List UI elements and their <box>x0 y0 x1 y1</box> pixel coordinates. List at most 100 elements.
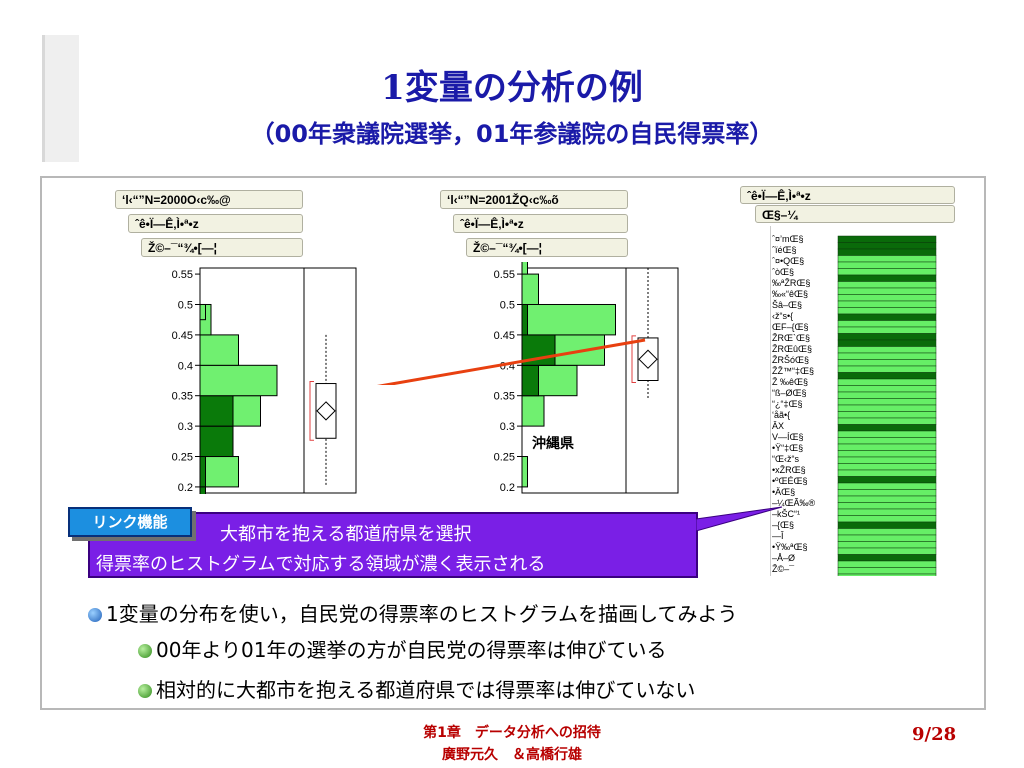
table-row <box>837 248 937 256</box>
y-tick-label: 0.5 <box>178 299 193 311</box>
table-row <box>837 417 937 425</box>
table-row <box>837 463 937 471</box>
callout-pointer <box>696 506 783 532</box>
table-row-label: –kŠC“¹ <box>772 509 800 519</box>
table-row <box>837 404 937 412</box>
hist-bar-selected <box>199 456 206 488</box>
y-tick-label: 0.55 <box>172 269 193 281</box>
bullet-blue-icon <box>88 608 102 622</box>
table-row <box>837 469 937 477</box>
slide-subtitle: （00年衆議院選挙，01年参議院の自民得票率） <box>250 120 774 148</box>
table-row <box>837 333 937 341</box>
okinawa-label: 沖縄県 <box>532 436 574 452</box>
table-row-label: ‹ž“s•{ <box>772 311 793 321</box>
table-row-label: •ºŒÉŒ§ <box>772 476 807 486</box>
table-header-2[interactable]: Œ§–¼ <box>755 205 955 223</box>
decorative-bar <box>42 35 79 162</box>
histogram-2000[interactable]: 0.550.50.450.40.350.30.250.2 <box>150 262 360 494</box>
y-tick-label: 0.45 <box>172 330 193 342</box>
footer-authors: 廣野元久 ＆高橋行雄 <box>442 747 582 763</box>
y-tick-label: 0.2 <box>178 482 193 494</box>
bullet-3-text: 相対的に大都市を抱える都道府県では得票率は伸びていない <box>156 678 696 702</box>
hist-bar <box>521 303 616 336</box>
y-tick-label: 0.35 <box>494 391 515 403</box>
table-header-1[interactable]: ˆê•Ï—Ê‚Ì•ª•z <box>740 186 955 204</box>
hist-bar-extra <box>199 303 206 321</box>
table-row-label: •Ÿ‰ªŒ§ <box>772 542 808 552</box>
table-row <box>837 567 937 575</box>
table-row <box>837 424 937 432</box>
table-row <box>837 411 937 419</box>
right-header-1[interactable]: ‘l‹“”N=2001ŽQ‹c‰õ <box>440 190 628 209</box>
table-row <box>837 456 937 464</box>
left-header-2[interactable]: ˆê•Ï—Ê‚Ì•ª•z <box>128 214 303 233</box>
y-tick-label: 0.3 <box>500 421 515 433</box>
table-row <box>837 534 937 542</box>
hist-bar-extra <box>199 486 206 494</box>
bullet-2-text: 00年より01年の選挙の方が自民党の得票率は伸びている <box>156 638 667 662</box>
page-number: 9/28 <box>912 724 957 745</box>
table-row <box>837 268 937 276</box>
y-tick-label: 0.55 <box>494 269 515 281</box>
table-row-label: ŽRŠóŒ§ <box>772 355 809 365</box>
table-row <box>837 300 937 308</box>
y-tick-label: 0.3 <box>178 421 193 433</box>
table-row <box>837 365 937 373</box>
hist-bar <box>199 364 278 397</box>
table-row <box>837 450 937 458</box>
table-row-label: ÂX <box>772 421 784 431</box>
right-header-2[interactable]: ˆê•Ï—Ê‚Ì•ª•z <box>453 214 628 233</box>
table-row-label: ‰«“êŒ§ <box>772 289 808 299</box>
table-row <box>837 313 937 321</box>
table-row <box>837 326 937 334</box>
callout-line1: 大都市を抱える都道府県を選択 <box>220 524 472 545</box>
prefecture-table[interactable]: ˆ¤’mŒ§ˆïéŒ§ˆ¤•QŒ§ˆòŒ§‰ªŽRŒ§‰«“êŒ§Šâ–Œ§‹ž… <box>770 226 940 576</box>
table-row <box>837 255 937 263</box>
hist-bar <box>521 395 545 427</box>
left-header-1[interactable]: ‘l‹“”N=2000O‹c‰@ <box>115 190 303 209</box>
hist-bar <box>199 334 239 366</box>
table-row-label: ˆïéŒ§ <box>772 245 797 255</box>
table-row <box>837 430 937 438</box>
table-row <box>837 573 937 576</box>
table-row <box>837 495 937 503</box>
table-row <box>837 437 937 445</box>
left-header-3[interactable]: Ž©–¯“¾•[—¦ <box>141 238 303 257</box>
table-row <box>837 359 937 367</box>
mean-diamond <box>638 349 658 369</box>
analysis-panel <box>40 176 986 710</box>
table-row-label: •ÄŒ§ <box>772 487 795 497</box>
table-row-label: Ž©–¯ <box>772 564 795 574</box>
bullet-green-icon <box>138 644 152 658</box>
table-row-label: •Ÿ“‡Œ§ <box>772 443 803 453</box>
confidence-bracket <box>631 335 636 383</box>
y-tick-label: 0.45 <box>494 330 515 342</box>
table-row <box>837 560 937 568</box>
table-row <box>837 346 937 354</box>
table-row <box>837 287 937 295</box>
table-row <box>837 320 937 328</box>
hist-bar <box>521 262 528 275</box>
right-header-3[interactable]: Ž©–¯“¾•[—¦ <box>466 238 628 257</box>
bullet-1: 1変量の分布を使い，自民党の得票率のヒストグラムを描画してみよう <box>88 598 738 627</box>
mean-diamond <box>316 401 336 421</box>
table-row <box>837 482 937 490</box>
table-row <box>837 508 937 516</box>
histogram-2001[interactable]: 0.550.50.450.40.350.30.250.2 <box>472 262 682 494</box>
table-row-label: ˆ¤’mŒ§ <box>772 234 804 244</box>
table-row-label: ŽRŒûŒ§ <box>772 344 812 354</box>
table-row <box>837 489 937 497</box>
table-row-label: Ž­Ž™“‡Œ§ <box>772 366 814 376</box>
link-line <box>376 338 646 385</box>
table-row <box>837 443 937 451</box>
table-row-label: ‰ªŽRŒ§ <box>772 278 810 288</box>
table-row-label: ‘åã•{ <box>772 410 790 420</box>
table-row <box>837 521 937 529</box>
hist-bar-selected <box>199 395 234 427</box>
table-row <box>837 339 937 347</box>
link-feature-badge: リンク機能 <box>68 507 192 537</box>
table-row <box>837 528 937 536</box>
box-frame <box>303 267 357 494</box>
table-row-label: ŒF–{Œ§ <box>772 322 809 332</box>
table-row-label: Šâ–Œ§ <box>772 300 802 310</box>
